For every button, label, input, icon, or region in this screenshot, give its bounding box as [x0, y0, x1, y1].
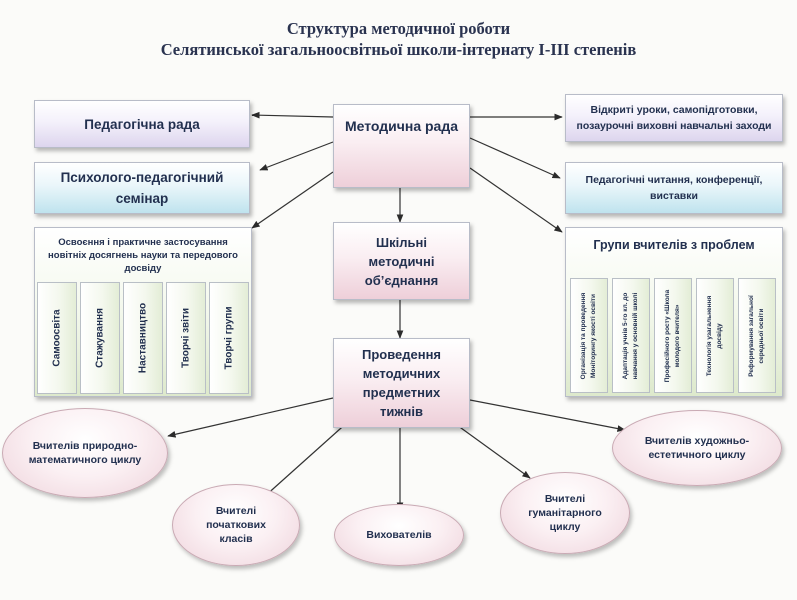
open-lessons-box: Відкриті уроки, самопідготовки, позауроч… — [565, 94, 783, 142]
arrow-to-readings — [469, 137, 561, 179]
left-column-mentoring: Наставництво — [123, 282, 163, 394]
psych-seminar-label: Психолого-педагогічний семінар — [60, 170, 224, 206]
arrow-to-seminar — [259, 141, 334, 171]
left-innovation-panel: Освоєння і практичне застосування новітн… — [34, 227, 252, 397]
pedagogical-council-label: Педагогічна рада — [84, 116, 200, 132]
arrow-to-ped-council — [251, 111, 334, 119]
methodical-council-box: Методична рада — [333, 104, 470, 188]
left-panel-title: Освоєння і практичне застосування новітн… — [48, 236, 238, 274]
arrow-to-primary — [263, 419, 351, 498]
title-line-2: Селятинської загальноосвітньої школи-інт… — [160, 40, 637, 59]
arrow-to-left-panel — [251, 171, 334, 229]
diagram-title: Структура методичної роботи Селятинської… — [0, 18, 797, 60]
arrow-to-arts — [469, 399, 626, 432]
right-column-label: Організація та проведення — [580, 292, 587, 379]
school-associations-label: Шкільні методичні об’єднання — [364, 234, 439, 288]
educators-label: Вихователів — [366, 529, 432, 541]
title-line-1: Структура методичної роботи — [286, 19, 511, 38]
right-column-label: Моніторингу якості освіти — [590, 293, 597, 378]
left-column-creative-reports: Творчі звіти — [166, 282, 206, 394]
primary-teachers-ellipse: Вчителі початкових класів — [172, 484, 300, 566]
right-column-label: Реформування загальної — [748, 294, 755, 377]
left-column-label: Творчі звіти — [180, 307, 192, 369]
right-column-label: молодого вчителя» — [674, 304, 681, 367]
science-teachers-ellipse: Вчителів природно-математичного циклу — [2, 408, 168, 498]
science-teachers-label: Вчителів природно-математичного циклу — [28, 440, 142, 466]
left-column-label: Творчі групи — [223, 306, 235, 370]
humanities-teachers-ellipse: Вчителі гуманітарного циклу — [500, 472, 630, 554]
right-column-adaptation: Адаптація учнів 5-го кл. до навчання у о… — [612, 278, 650, 393]
right-column-label: Професійного росту «Школа — [664, 289, 671, 382]
primary-teachers-label: Вчителі початкових класів — [206, 505, 266, 545]
right-column-label: навчання у основній школі — [632, 292, 639, 379]
psych-seminar-box: Психолого-педагогічний семінар — [34, 162, 250, 214]
right-column-label: Адаптація учнів 5-го кл. до — [622, 292, 629, 379]
right-column-experience: Технологія узагальнення досвіду — [696, 278, 734, 393]
left-column-label: Наставництво — [137, 302, 149, 374]
readings-box: Педагогічні читання, конференції, вистав… — [565, 162, 783, 214]
educators-ellipse: Вихователів — [334, 504, 464, 566]
left-column-internship: Стажування — [80, 282, 120, 394]
arts-teachers-label: Вчителів художньо-естетичного циклу — [644, 435, 750, 461]
left-column-label: Стажування — [94, 308, 106, 368]
pedagogical-council-box: Педагогічна рада — [34, 100, 250, 148]
arts-teachers-ellipse: Вчителів художньо-естетичного циклу — [612, 410, 782, 486]
left-column-label: Самоосвіта — [51, 309, 63, 367]
methodical-council-label: Методична рада — [344, 118, 459, 134]
right-problem-groups-panel: Групи вчителів з проблем Організація та … — [565, 227, 783, 397]
arrow-to-humanities — [449, 419, 531, 479]
open-lessons-label: Відкриті уроки, самопідготовки, позауроч… — [576, 104, 772, 132]
humanities-teachers-label: Вчителі гуманітарного циклу — [528, 493, 602, 533]
arrow-to-science — [167, 397, 334, 438]
left-column-creative-groups: Творчі групи — [209, 282, 249, 394]
right-column-label: досвіду — [716, 322, 723, 349]
right-column-label: середньої освіти — [758, 308, 765, 363]
left-column-self-education: Самоосвіта — [37, 282, 77, 394]
school-associations-box: Шкільні методичні об’єднання — [333, 222, 470, 300]
arrow-to-right-panel — [469, 167, 563, 233]
right-column-monitoring: Організація та проведення Моніторингу як… — [570, 278, 608, 393]
readings-label: Педагогічні читання, конференції, вистав… — [585, 174, 763, 202]
right-column-reform: Реформування загальної середньої освіти — [738, 278, 776, 393]
subject-weeks-label: Проведення методичних предметних тижнів — [361, 347, 442, 419]
subject-weeks-box: Проведення методичних предметних тижнів — [333, 338, 470, 428]
right-panel-title: Групи вчителів з проблем — [593, 238, 755, 252]
right-column-label: Технологія узагальнення — [706, 295, 713, 376]
right-column-young-teacher: Професійного росту «Школа молодого вчите… — [654, 278, 692, 393]
